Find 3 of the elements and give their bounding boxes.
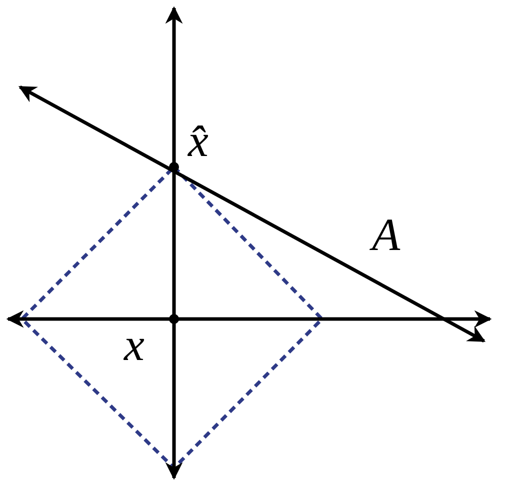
line-label: A — [372, 212, 400, 258]
point-label: x — [124, 322, 144, 368]
point-label: x̂ — [188, 118, 208, 164]
